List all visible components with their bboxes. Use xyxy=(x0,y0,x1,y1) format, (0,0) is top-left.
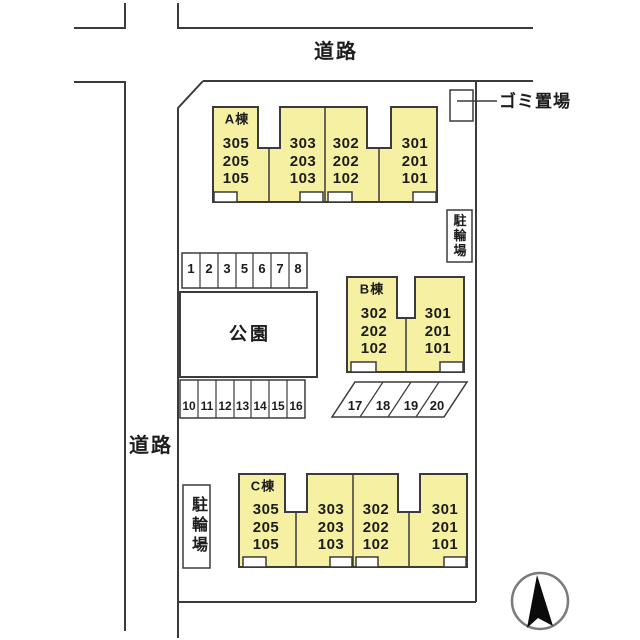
room-number: 202 xyxy=(360,322,388,340)
parking-row-bottom-outline xyxy=(179,379,306,419)
parking-stall-number: 11 xyxy=(200,399,214,413)
room-number: 301 xyxy=(424,304,452,322)
road-label-top: 道路 xyxy=(314,41,358,63)
bike-parking-left-label: 駐輪場 xyxy=(189,496,206,556)
room-number: 205 xyxy=(252,518,280,536)
park-rect xyxy=(179,291,318,378)
entrance-porch xyxy=(299,191,324,203)
parking-stall-number: 17 xyxy=(347,398,363,413)
parking-row-bottom-dividers xyxy=(197,380,288,418)
building-a-unit-dividers xyxy=(268,107,380,202)
building-c-unit1-rooms: 305 205 105 xyxy=(253,501,280,554)
room-number: 102 xyxy=(360,339,388,357)
building-c-unit2-rooms: 303 203 103 xyxy=(318,501,345,554)
parking-stall-number: 20 xyxy=(429,398,445,413)
room-number: 302 xyxy=(360,304,388,322)
entrance-porch xyxy=(213,191,238,203)
road-label-left: 道路 xyxy=(129,435,173,457)
north-arrow xyxy=(527,575,553,628)
garbage-area-box xyxy=(449,89,474,122)
room-number: 305 xyxy=(252,500,280,518)
entrance-porch xyxy=(327,191,353,203)
garbage-area-label: ゴミ置場 xyxy=(499,92,571,111)
room-number: 201 xyxy=(401,152,429,170)
entrance-porch xyxy=(412,191,437,203)
bike-parking-right-box xyxy=(446,209,473,263)
north-arrow-circle xyxy=(510,571,570,631)
parking-stall-number: 1 xyxy=(187,261,195,276)
room-number: 105 xyxy=(252,535,280,553)
parking-stall-number: 6 xyxy=(258,261,266,276)
parking-stall-number: 2 xyxy=(205,261,213,276)
entrance-porch xyxy=(439,361,464,373)
room-number: 203 xyxy=(317,518,345,536)
parking-stall-number: 18 xyxy=(375,398,391,413)
room-number: 201 xyxy=(431,518,459,536)
plot-boundary-left xyxy=(177,80,204,638)
building-c-unit3-rooms: 302 202 102 xyxy=(363,501,390,554)
entrance-porch xyxy=(350,361,377,373)
parking-row-top-dividers xyxy=(199,253,290,288)
room-number: 101 xyxy=(424,339,452,357)
room-number: 102 xyxy=(362,535,390,553)
parking-stall-number: 10 xyxy=(182,399,196,413)
entrance-porch xyxy=(355,556,379,568)
room-number: 301 xyxy=(401,134,429,152)
room-number: 205 xyxy=(222,152,250,170)
parking-stall-number: 7 xyxy=(276,261,284,276)
building-c-unit-dividers xyxy=(295,474,410,567)
room-number: 102 xyxy=(332,169,360,187)
room-number: 103 xyxy=(289,169,317,187)
parking-stall-number: 15 xyxy=(271,399,285,413)
parking-row-top-outline xyxy=(181,252,308,289)
road-corner-northwest xyxy=(74,3,126,29)
building-b-entrances xyxy=(350,361,464,373)
parking-stall-number: 13 xyxy=(235,399,250,413)
room-number: 303 xyxy=(289,134,317,152)
building-c-name: C棟 xyxy=(250,478,276,494)
building-b-name: B棟 xyxy=(359,281,385,297)
building-a-name: A棟 xyxy=(224,111,250,127)
building-b-unit1-rooms: 302 202 102 xyxy=(361,305,388,358)
parking-stall-number: 5 xyxy=(240,261,249,276)
building-a-unit4-rooms: 301 201 101 xyxy=(402,135,429,188)
parking-stall-number: 14 xyxy=(253,399,267,413)
entrance-porch xyxy=(242,556,267,568)
park-label: 公園 xyxy=(229,324,271,344)
building-a-entrances xyxy=(213,191,437,203)
building-a-unit1-rooms: 305 205 105 xyxy=(223,135,250,188)
room-number: 305 xyxy=(222,134,250,152)
diagonal-parking-dividers xyxy=(359,381,440,418)
bike-parking-left-box xyxy=(182,484,211,569)
bike-parking-right-label: 駐輪場 xyxy=(451,213,467,259)
room-number: 201 xyxy=(424,322,452,340)
parking-stall-number: 12 xyxy=(218,399,232,413)
building-c-entrances xyxy=(242,556,467,568)
room-number: 301 xyxy=(431,500,459,518)
parking-stall-number: 3 xyxy=(223,261,231,276)
parking-stall-number: 16 xyxy=(289,399,303,413)
building-b-unit2-rooms: 301 201 101 xyxy=(425,305,452,358)
room-number: 303 xyxy=(317,500,345,518)
room-number: 101 xyxy=(401,169,429,187)
room-number: 103 xyxy=(317,535,345,553)
building-a-unit3-rooms: 302 202 102 xyxy=(333,135,360,188)
room-number: 202 xyxy=(332,152,360,170)
room-number: 105 xyxy=(222,169,250,187)
room-number: 202 xyxy=(362,518,390,536)
room-number: 302 xyxy=(332,134,360,152)
entrance-porch xyxy=(443,556,467,568)
parking-stall-number: 8 xyxy=(294,261,302,276)
room-number: 203 xyxy=(289,152,317,170)
building-c-unit4-rooms: 301 201 101 xyxy=(432,501,459,554)
entrance-porch xyxy=(329,556,353,568)
parking-stall-number: 19 xyxy=(403,398,419,413)
road-edge-top-north xyxy=(177,3,533,29)
road-edge-left-west xyxy=(74,81,126,631)
room-number: 302 xyxy=(362,500,390,518)
room-number: 101 xyxy=(431,535,459,553)
building-a-unit2-rooms: 303 203 103 xyxy=(290,135,317,188)
